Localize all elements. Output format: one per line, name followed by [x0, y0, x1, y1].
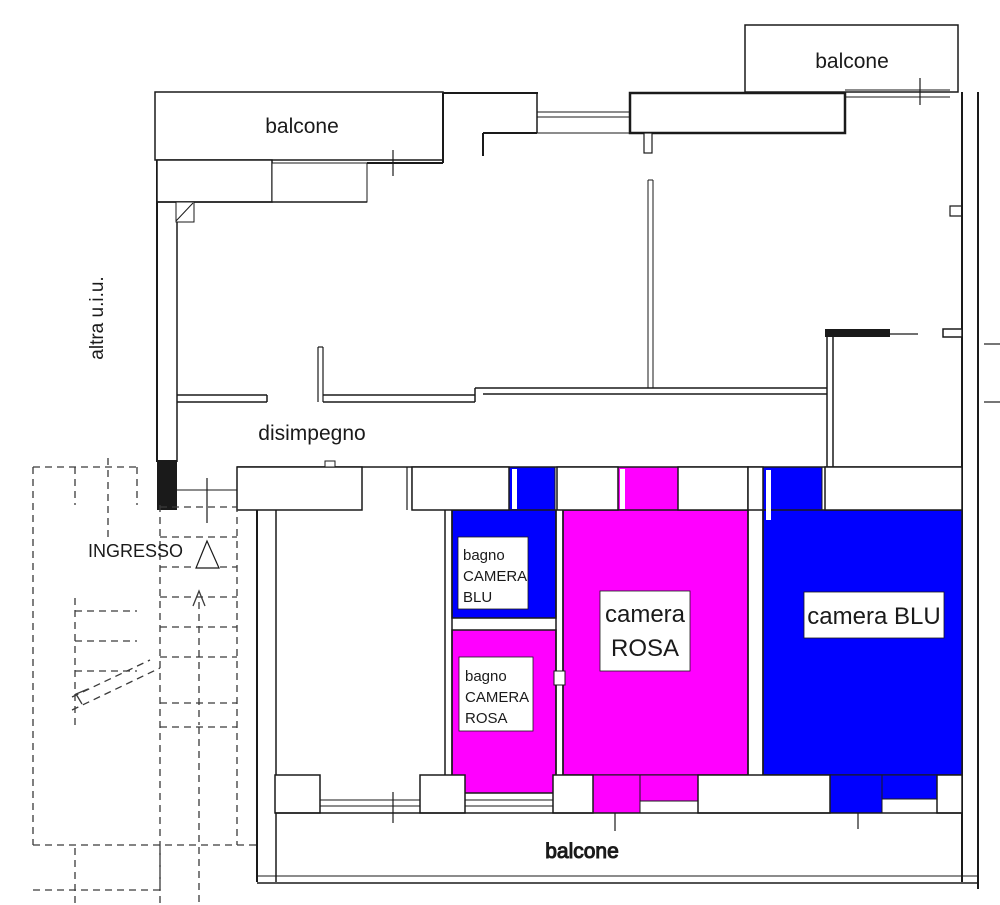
bathroom-blue-label-box	[457, 536, 529, 610]
bathroom-blue-label-2: CAMERA	[463, 568, 527, 585]
bathroom-pink-label-2: CAMERA	[465, 689, 529, 706]
bedroom-blue-label: camera BLU	[807, 603, 940, 630]
wall-segment	[411, 466, 510, 511]
bedroom-pink-label-2: ROSA	[611, 635, 679, 662]
wall-notch	[949, 205, 962, 217]
wall-pillar	[419, 774, 466, 814]
door-swing-slit	[512, 469, 517, 509]
balcony-top-left-label: balcone	[265, 115, 339, 138]
bathroom-pink-label-box	[458, 656, 534, 732]
bedroom-pink-label-1: camera	[605, 601, 686, 628]
wall-segment	[747, 466, 764, 511]
bedroom-blue-window-sill	[881, 774, 938, 800]
bedroom-blue-label-box	[803, 591, 945, 639]
stair-direction-triangle-icon	[195, 539, 220, 569]
bedroom-blue-room	[762, 509, 963, 776]
bedroom-pink-label-box	[599, 590, 691, 672]
wall-band	[628, 91, 847, 135]
door-swing-slit	[766, 470, 771, 520]
bedroom-pink-window-sill	[639, 774, 699, 802]
outer-walls	[156, 78, 1000, 889]
wall-cap	[157, 460, 177, 510]
bedroom-pink-balcony-door	[591, 774, 641, 814]
hallway-label: disimpegno	[258, 422, 365, 445]
entrance-label: INGRESSO	[88, 541, 183, 561]
bathroom-blue-label-1: bagno	[463, 547, 505, 564]
wall-segment	[556, 466, 619, 511]
wall-stub	[942, 328, 963, 338]
other-unit-label: altra u.i.u.	[87, 276, 108, 359]
balconies: balcone balcone	[154, 24, 959, 161]
staircase-dashed	[32, 458, 257, 905]
rooms	[451, 466, 963, 814]
bathroom-pink-label-3: ROSA	[465, 710, 508, 727]
wall-segment	[236, 466, 363, 511]
wall-bump	[324, 460, 336, 468]
interior-walls	[177, 132, 963, 523]
wall-pillar	[697, 774, 831, 814]
bedroom-pink-door	[617, 466, 679, 511]
staircase-arrows	[75, 589, 206, 705]
balcony-top-left	[154, 91, 444, 161]
stair-arrowhead-up	[192, 589, 206, 607]
stair-diagonal	[71, 667, 161, 711]
wall-pillar	[552, 774, 594, 814]
bathroom-pink-label-1: bagno	[465, 668, 507, 685]
wall-thick	[825, 329, 890, 337]
door-post	[643, 132, 653, 154]
door-swing-slit	[620, 469, 625, 509]
wall-pillar	[936, 774, 963, 814]
bathroom-pink-door-notch	[553, 670, 566, 686]
balcony-bottom-label: balcone	[545, 840, 619, 863]
balcony-top-right	[744, 24, 959, 93]
corner-diagonal	[175, 202, 194, 222]
bottom-wall-balcony: balcone	[257, 774, 978, 884]
wall-band	[156, 159, 273, 203]
bedroom-blue-door	[762, 466, 823, 511]
window-box	[271, 162, 368, 203]
room-divider-walls	[256, 510, 764, 882]
wall-segment	[677, 466, 749, 511]
stair-arrowhead-down	[75, 688, 89, 705]
bedroom-wall-band	[236, 460, 963, 511]
bedroom-blue-balcony-door	[829, 774, 883, 814]
balcony-top-right-label: balcone	[815, 50, 889, 73]
bathroom-blue-label-3: BLU	[463, 589, 492, 606]
wall-segment	[824, 466, 963, 511]
wall-pillar	[274, 774, 321, 814]
room-labels: altra u.i.u. disimpegno INGRESSO bagno C…	[87, 276, 945, 732]
